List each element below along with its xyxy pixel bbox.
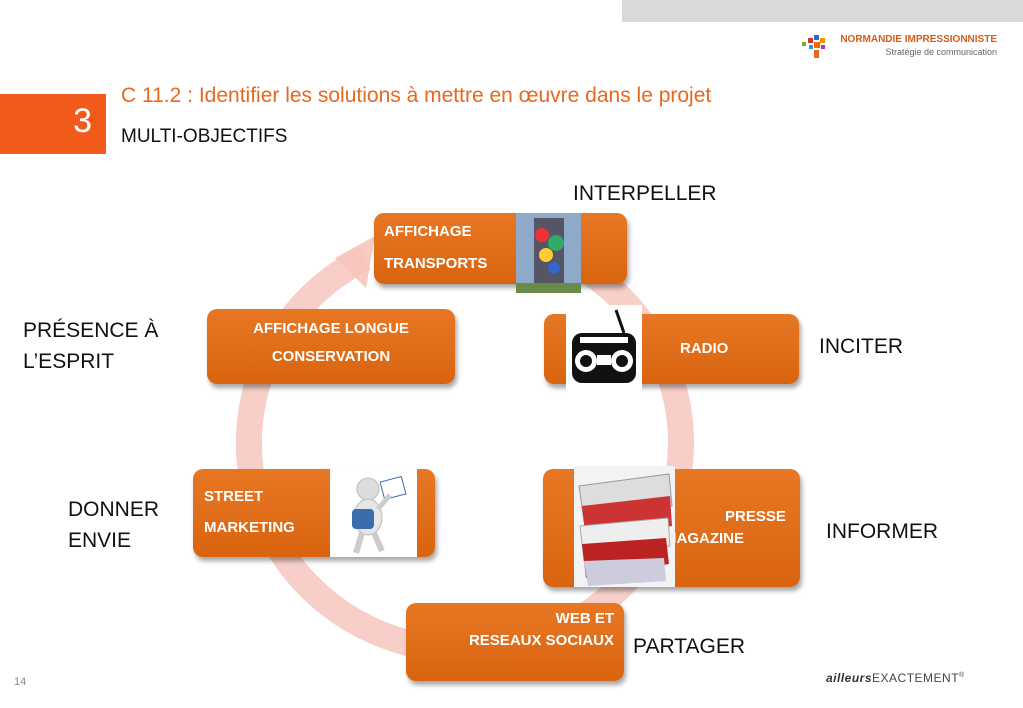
node-street-marketing: STREET MARKETING — [193, 469, 435, 557]
node-presse-line2: MAGAZINE — [664, 530, 744, 547]
node-street-line2: MARKETING — [204, 519, 295, 536]
radio-icon — [566, 305, 642, 393]
node-street-line1: STREET — [204, 488, 264, 505]
logo-name: NORMANDIE IMPRESSIONNISTE — [840, 34, 997, 45]
verb-presence-1: PRÉSENCE À — [23, 319, 159, 342]
footer-logo-suffix: EXACTEMENT — [872, 671, 960, 685]
page-number: 14 — [14, 676, 27, 688]
footer-logo: ailleursEXACTEMENT® — [826, 671, 965, 685]
verb-presence-2: L’ESPRIT — [23, 350, 115, 373]
magazines-photo — [574, 466, 675, 587]
billboard-photo — [516, 213, 581, 293]
verb-donner-envie-2: ENVIE — [68, 529, 132, 552]
slide-title: C 11.2 : Identifier les solutions à mett… — [121, 84, 712, 107]
section-number-box: 3 — [0, 94, 106, 154]
footer-logo-mark: ® — [959, 672, 965, 679]
node-radio: RADIO — [544, 305, 799, 393]
section-number: 3 — [73, 102, 92, 140]
node-affichage-longue: AFFICHAGE LONGUE CONSERVATION — [207, 309, 455, 384]
normandie-logo-icon — [802, 35, 825, 58]
verb-partager: PARTAGER — [633, 635, 746, 658]
node-longue-line1: AFFICHAGE LONGUE — [253, 320, 409, 337]
node-web-line1: WEB ET — [555, 610, 614, 627]
node-web-reseaux: WEB ET RESEAUX SOCIAUX — [406, 603, 624, 681]
node-longue-line2: CONSERVATION — [271, 348, 391, 365]
node-affichage-transports: AFFICHAGE TRANSPORTS — [374, 213, 627, 293]
node-presse-magazine: PRESSE MAGAZINE — [543, 466, 800, 587]
node-affichage-line1: AFFICHAGE — [384, 223, 472, 240]
node-affichage-line2: TRANSPORTS — [384, 255, 488, 272]
street-figure-icon — [330, 469, 417, 557]
node-web-line2: RESEAUX SOCIAUX — [468, 632, 614, 649]
top-bar — [622, 0, 1023, 22]
header-logo: NORMANDIE IMPRESSIONNISTE Stratégie de c… — [840, 34, 997, 57]
slide-subtitle: MULTI-OBJECTIFS — [121, 126, 288, 147]
node-radio-label: RADIO — [680, 340, 729, 357]
verb-interpeller: INTERPELLER — [573, 182, 717, 205]
verb-donner-envie-1: DONNER — [68, 498, 160, 521]
verb-informer: INFORMER — [826, 520, 938, 543]
logo-tagline: Stratégie de communication — [885, 47, 997, 57]
verb-inciter: INCITER — [819, 335, 903, 358]
node-presse-line1: PRESSE — [725, 508, 786, 525]
footer-logo-brand: ailleurs — [826, 671, 873, 685]
